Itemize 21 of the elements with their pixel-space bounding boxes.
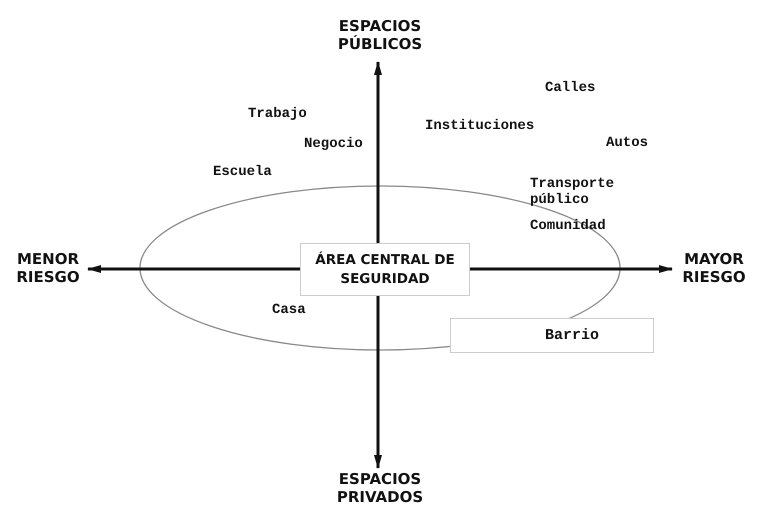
- place-label: Comunidad: [530, 218, 606, 234]
- place-label: Autos: [606, 135, 648, 151]
- place-label: Trabajo: [248, 106, 307, 122]
- axis-arrow: [374, 296, 382, 469]
- place-label: Instituciones: [425, 118, 534, 134]
- axis-arrow: [374, 61, 382, 243]
- box-label: Barrio: [544, 327, 599, 344]
- place-label: Transporte público: [530, 176, 616, 208]
- place-label: Casa: [272, 302, 306, 318]
- axis-end-label: MAYOR RIESGO: [681, 250, 747, 286]
- axis-arrow: [470, 265, 673, 273]
- central-area-box: [300, 243, 470, 296]
- axis-arrow: [87, 265, 300, 273]
- barrio-box: [450, 318, 654, 353]
- axis-end-label: ESPACIOS PÚBLICOS: [336, 17, 424, 53]
- axis-end-label: MENOR RIESGO: [15, 250, 81, 286]
- place-label: Negocio: [304, 136, 363, 152]
- place-label: Escuela: [213, 164, 272, 180]
- axis-end-label: ESPACIOS PRIVADOS: [336, 470, 424, 506]
- box-label: ÁREA CENTRAL DE SEGURIDAD: [314, 250, 456, 288]
- place-label: Calles: [545, 80, 596, 96]
